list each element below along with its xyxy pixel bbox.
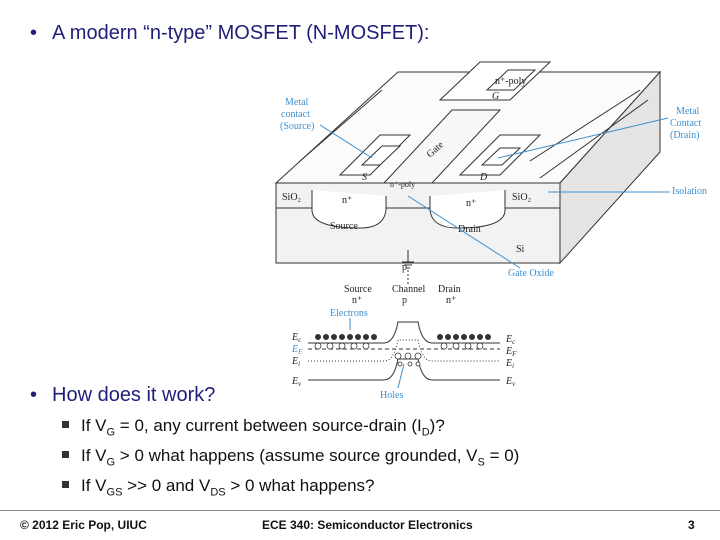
label-sio2-left: SiO₂ <box>282 192 301 203</box>
ec-left: Ec <box>291 332 302 344</box>
label-s: S <box>362 172 367 183</box>
n-well-right <box>429 190 506 229</box>
question-text: How does it work? <box>52 384 216 406</box>
annot-metal-source-1: Metal <box>285 97 309 108</box>
footer-copyright: © 2012 Eric Pop, UIUC <box>20 518 147 532</box>
sub3-text-c: > 0 what happens? <box>225 476 375 495</box>
sub-bullet-1: If VG = 0, any current between source-dr… <box>62 416 445 438</box>
sub1-sub-b: D <box>421 426 430 439</box>
label-p: p <box>402 262 407 273</box>
sub1-text-a: If V <box>81 416 107 435</box>
band-drain: Drain <box>438 284 461 295</box>
source-contact-square <box>360 145 402 166</box>
ei-right: Ei <box>505 358 514 370</box>
label-g: G <box>492 91 499 102</box>
substrate-side <box>559 70 661 265</box>
sub1-text-c: )? <box>429 416 445 435</box>
footer-course: ECE 340: Semiconductor Electronics <box>262 518 473 532</box>
device-structure <box>274 61 662 265</box>
conduction-band <box>308 321 500 344</box>
sub-bullet-3: If VGS >> 0 and VDS > 0 what happens? <box>62 476 374 498</box>
band-energy-left: Ec EF Ei Ev <box>291 332 303 388</box>
slide-title-text: A modern “n-type” MOSFET (N-MOSFET): <box>52 22 430 44</box>
label-sio2-right: SiO₂ <box>512 192 531 203</box>
band-n-right: n⁺ <box>446 295 456 306</box>
valence-band <box>308 358 500 381</box>
sub2-sub-b: S <box>477 456 485 469</box>
square-bullet-icon <box>62 421 69 429</box>
ground-symbol <box>402 250 414 286</box>
hole-symbols <box>394 352 422 367</box>
label-drain: Drain <box>458 224 481 235</box>
sub1-text-b: = 0, any current between source-drain (I <box>115 416 422 435</box>
sub3-text-b: >> 0 and V <box>122 476 211 495</box>
ef-right: EF <box>505 346 517 358</box>
gate-contact-square <box>485 69 537 91</box>
band-source: Source <box>344 284 372 295</box>
band-energy-right: Ec EF Ei Ev <box>505 334 517 388</box>
donor-ions <box>314 342 484 350</box>
n-well-left <box>311 190 387 229</box>
annot-metal-drain-3: (Drain) <box>670 130 699 141</box>
label-si: Si <box>516 244 525 255</box>
band-diagram <box>308 321 500 381</box>
label-d: D <box>479 172 488 183</box>
band-channel: Channel <box>392 284 426 295</box>
label-source: Source <box>330 221 358 232</box>
footer-page-number: 3 <box>688 518 695 532</box>
band-labels: Source Channel Drain n⁺ p n⁺ <box>344 284 461 306</box>
sub2-sub-a: G <box>106 456 116 469</box>
sub1-sub-a: G <box>106 426 116 439</box>
sub2-text-a: If V <box>81 446 107 465</box>
square-bullet-icon <box>62 481 69 489</box>
electron-dots <box>315 334 491 340</box>
annot-isolation: Isolation <box>672 186 707 197</box>
ev-left: Ev <box>291 376 302 388</box>
label-n-left: n⁺ <box>342 195 352 206</box>
ei-left: Ei <box>291 356 300 368</box>
annot-gate-oxide: Gate Oxide <box>508 268 554 279</box>
label-npoly-top: n⁺-poly <box>495 76 526 87</box>
sub-bullet-2: If VG > 0 what happens (assume source gr… <box>62 446 519 468</box>
question-bullet: • How does it work? <box>30 384 215 407</box>
sub3-sub-a: GS <box>106 486 123 499</box>
sub3-sub-b: DS <box>210 486 226 499</box>
label-npoly-mid: n⁺-poly <box>390 180 415 189</box>
slide-footer: © 2012 Eric Pop, UIUC ECE 340: Semicondu… <box>0 510 720 540</box>
bullet-dot: • <box>30 22 38 44</box>
annot-metal-source-3: (Source) <box>280 121 314 132</box>
annot-metal-drain-1: Metal <box>676 106 700 117</box>
sub3-text-a: If V <box>81 476 107 495</box>
annotation-arrows <box>319 117 670 269</box>
sub2-text-c: = 0) <box>484 446 520 465</box>
label-holes: Holes <box>380 390 403 401</box>
square-bullet-icon <box>62 451 69 459</box>
annot-metal-drain-2: Contact <box>670 118 701 129</box>
ef-left: EF <box>291 344 303 356</box>
slide-title: • A modern “n-type” MOSFET (N-MOSFET): <box>30 22 429 45</box>
band-n-left: n⁺ <box>352 295 362 306</box>
band-p: p <box>402 295 407 306</box>
gate-stack <box>382 109 502 184</box>
label-n-right: n⁺ <box>466 198 476 209</box>
ec-right: Ec <box>505 334 516 346</box>
sub2-text-b: > 0 what happens (assume source grounded… <box>115 446 478 465</box>
annotations: Metal contact (Source) Metal Contact (Dr… <box>280 97 707 279</box>
annot-metal-source-2: contact <box>281 109 310 120</box>
label-electrons: Electrons <box>330 308 368 319</box>
ev-right: Ev <box>505 376 516 388</box>
bullet-dot: • <box>30 384 38 406</box>
drain-contact-square <box>480 147 522 166</box>
